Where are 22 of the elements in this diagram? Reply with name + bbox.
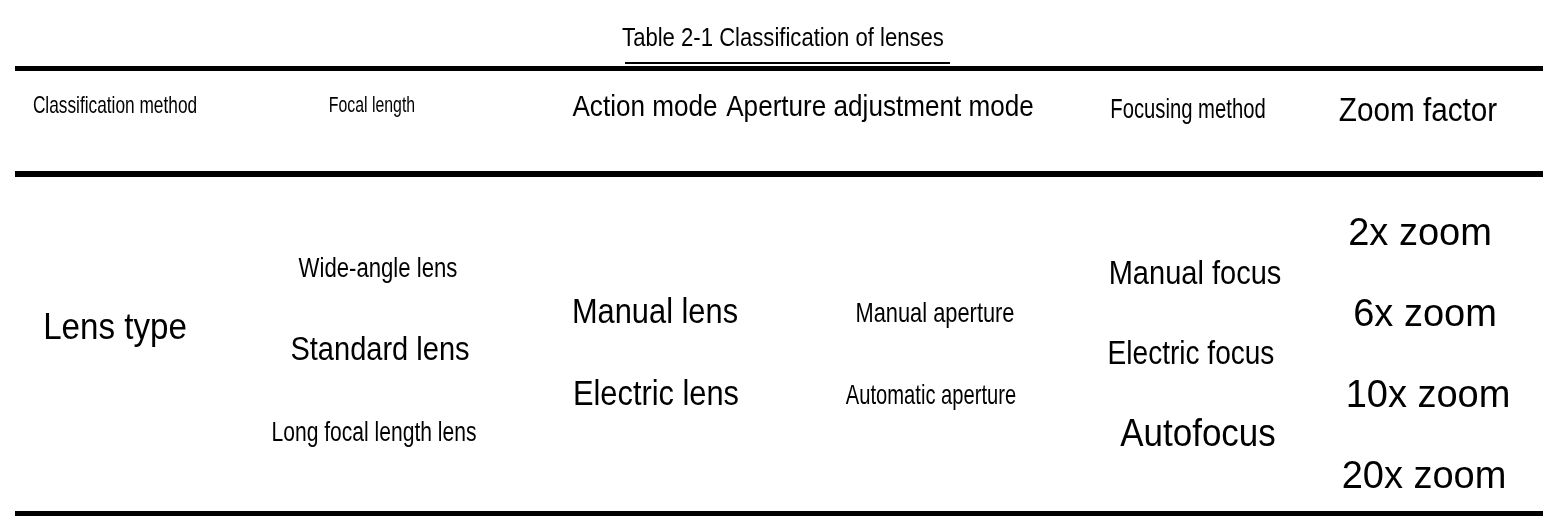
table-entry: 6x zoom xyxy=(1353,293,1497,335)
table-entry: 2x zoom xyxy=(1348,212,1492,254)
table-entry: Manual lens xyxy=(571,291,739,331)
column-heading: Classification method xyxy=(32,91,198,119)
column-heading: Action mode xyxy=(572,91,718,123)
table-entry: Standard lens xyxy=(290,330,470,368)
table-entry: Wide-angle lens xyxy=(298,254,458,284)
table-entry: Manual aperture xyxy=(855,297,1015,329)
table-entry: 10x zoom xyxy=(1345,374,1511,416)
table-entry: Manual focus xyxy=(1108,254,1282,292)
table-entry: Electric focus xyxy=(1107,334,1275,372)
table-entry: Automatic aperture xyxy=(845,379,1017,411)
row-heading: Lens type xyxy=(43,307,187,347)
column-heading: Zoom factor xyxy=(1338,91,1498,129)
table-entry: 20x zoom xyxy=(1341,455,1507,497)
column-heading: Aperture adjustment mode xyxy=(726,91,1034,123)
column-heading: Focusing method xyxy=(1110,95,1266,125)
table-entry: Autofocus xyxy=(1120,413,1276,455)
column-heading: Focal length xyxy=(328,92,416,118)
table-entry: Electric lens xyxy=(573,373,739,413)
table-entry: Long focal length lens xyxy=(271,418,477,448)
table-title: Table 2-1 Classification of lenses xyxy=(622,22,944,52)
